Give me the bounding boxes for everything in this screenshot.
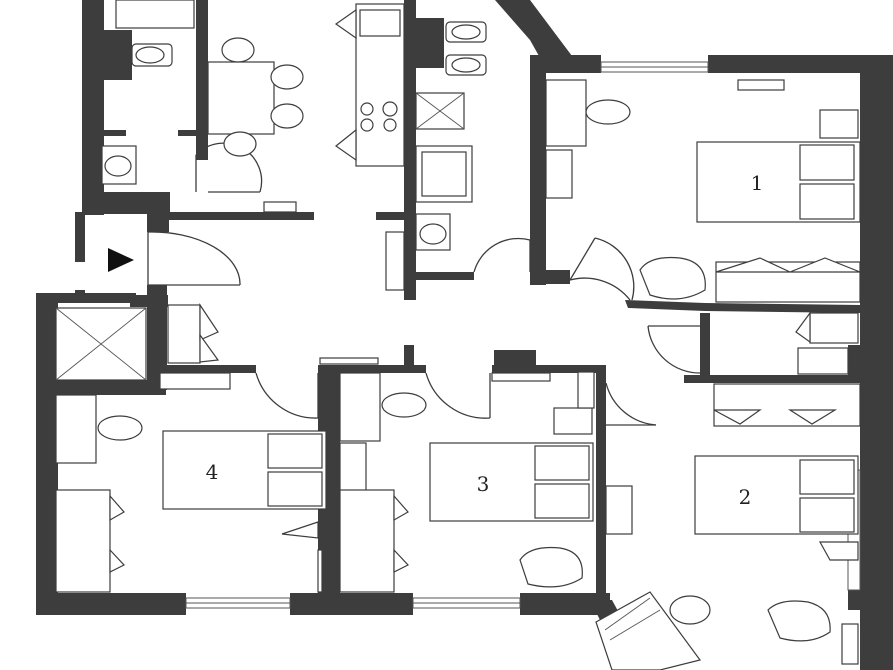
bathroom-right (415, 21, 487, 251)
room-4-label: 4 (206, 460, 219, 484)
room-3-label: 3 (477, 472, 490, 496)
shaft-boxes (55, 92, 465, 381)
hall-cabinets (167, 303, 379, 365)
dining-area (207, 3, 405, 291)
room-2-label: 2 (739, 485, 752, 509)
room-1: 1 (545, 79, 861, 303)
room-2: 2 (605, 383, 861, 665)
corridor-closet (795, 311, 859, 375)
room-1-label: 1 (751, 171, 764, 195)
room-4: 4 (55, 372, 327, 593)
entrance-arrow-icon (108, 248, 134, 272)
doors (147, 142, 702, 670)
room-3: 3 (339, 371, 595, 593)
bathroom-left (101, 0, 195, 185)
